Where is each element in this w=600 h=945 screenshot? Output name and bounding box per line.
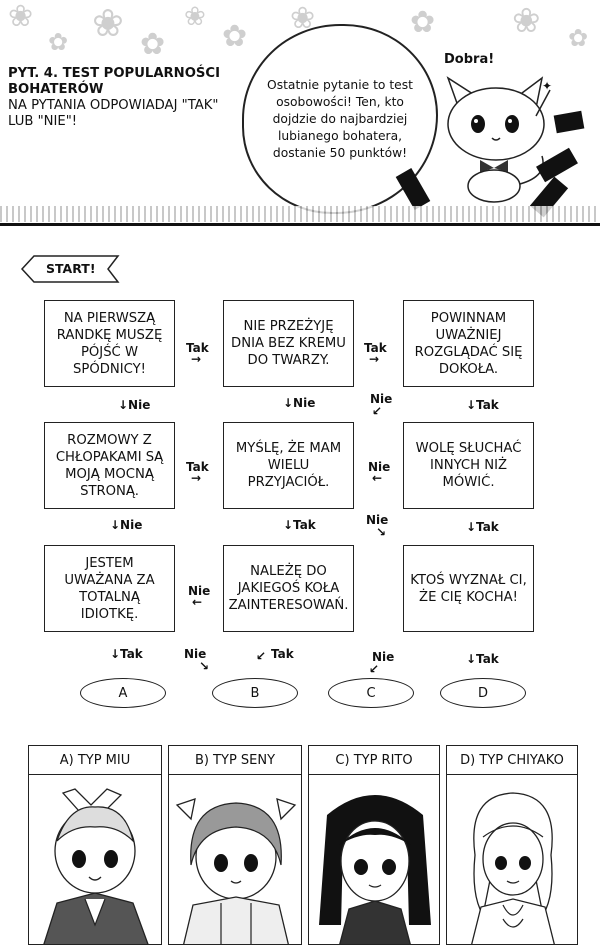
character-portrait-icon	[471, 792, 555, 944]
type-title: C) Typ Rito	[309, 746, 439, 775]
no-label: Nie	[366, 513, 389, 527]
right-arrow-icon: →	[191, 471, 202, 485]
left-arrow-icon: ←	[372, 471, 383, 485]
question-box-4: Rozmowy z chłopakami są moją mocną stron…	[44, 422, 175, 509]
character-portrait-icon	[175, 798, 297, 944]
no-down-label: ↓Nie	[110, 518, 143, 532]
flower-decoration: ❀	[92, 1, 124, 45]
yes-down-label: ↓Tak	[466, 520, 499, 534]
flower-decoration: ❀	[512, 1, 541, 41]
svg-text:✦: ✦	[542, 79, 552, 93]
yes-down-label: ↓Tak	[466, 652, 499, 666]
question-box-6: Wolę słuchać innych niż mówić.	[403, 422, 534, 509]
character-portrait-icon	[43, 788, 149, 944]
result-oval-b: B	[212, 678, 298, 708]
no-label: Nie	[372, 650, 395, 664]
question-box-2: Nie przeżyję dnia bez kremu do twarzy.	[223, 300, 354, 387]
left-arrow-icon: ←	[192, 595, 203, 609]
down-left-arrow-icon: ↙	[256, 649, 267, 663]
type-panel-a: A) Typ Miu	[28, 745, 162, 945]
no-label: Nie	[368, 460, 391, 474]
type-panel-c: C) Typ Rito	[308, 745, 440, 945]
cat-mascot-icon: ✦	[446, 76, 552, 203]
question-subtitle: Na pytania odpowiadaj "Tak" lub "Nie"!	[8, 98, 219, 129]
right-arrow-icon: →	[369, 352, 380, 366]
question-box-3: Powinnam uważniej rozglądać się dokoła.	[403, 300, 534, 387]
flower-decoration: ✿	[568, 24, 589, 52]
yes-down-label: ↓Tak	[466, 398, 499, 412]
no-label: Nie	[370, 392, 393, 406]
down-left-arrow-icon: ↙	[372, 404, 383, 418]
yes-label: Tak	[186, 460, 209, 474]
yes-label: Tak	[186, 341, 209, 355]
type-panel-b: B) Typ Seny	[168, 745, 302, 945]
burst-decoration	[553, 110, 585, 134]
speech-bubble: Ostatnie pytanie to test osobowości! Ten…	[242, 24, 438, 214]
yes-label: Tak	[364, 341, 387, 355]
flower-decoration: ✿	[222, 19, 248, 54]
question-box-8: Należę do jakiegoś koła zainteresowań.	[223, 545, 354, 632]
no-down-label: ↓Nie	[283, 396, 316, 410]
question-title: Pyt. 4. Test popularności bohaterów Na p…	[8, 66, 238, 130]
question-box-1: Na pierwszą randkę muszę pójść w spódnic…	[44, 300, 175, 387]
result-oval-a: A	[80, 678, 166, 708]
no-down-label: ↓Nie	[118, 398, 151, 412]
flower-decoration: ❀	[8, 0, 34, 34]
decorative-band	[0, 206, 600, 222]
question-box-7: Jestem uważana za totalną idiotkę.	[44, 545, 175, 632]
cat-speech: Dobra!	[444, 52, 495, 67]
question-title-text: Pyt. 4. Test popularności bohaterów	[8, 66, 221, 97]
start-label: START!	[46, 261, 96, 276]
yes-down-label: ↓Tak	[283, 518, 316, 532]
no-label: Nie	[184, 647, 207, 661]
yes-label: Tak	[271, 647, 294, 661]
character-portrait-icon	[319, 795, 431, 944]
down-left-arrow-icon: ↙	[369, 662, 380, 676]
type-title: D) Typ Chiyako	[447, 746, 577, 775]
question-box-9: Ktoś wyznał ci, że cię kocha!	[403, 545, 534, 632]
flower-decoration: ❀	[184, 2, 206, 32]
type-title: B) Typ Seny	[169, 746, 301, 775]
right-arrow-icon: →	[191, 352, 202, 366]
type-panel-d: D) Typ Chiyako	[446, 745, 578, 945]
result-oval-d: D	[440, 678, 526, 708]
speech-text: Ostatnie pytanie to test osobowości! Ten…	[267, 77, 413, 160]
header-panel: ❀ ✿ ❀ ✿ ❀ ✿ ❀ ✿ ❀ ✿ Pyt. 4. Test popular…	[0, 0, 600, 226]
start-tag	[20, 255, 120, 283]
header-divider	[0, 223, 600, 226]
flower-decoration: ✿	[48, 28, 69, 56]
type-title: A) Typ Miu	[29, 746, 161, 775]
flower-decoration: ✿	[410, 5, 436, 40]
result-oval-c: C	[328, 678, 414, 708]
down-right-arrow-icon: ↘	[199, 659, 210, 673]
no-label: Nie	[188, 584, 211, 598]
question-box-5: Myślę, że mam wielu przyjaciół.	[223, 422, 354, 509]
down-right-arrow-icon: ↘	[376, 525, 387, 539]
yes-down-label: ↓Tak	[110, 647, 143, 661]
flower-decoration: ✿	[140, 27, 166, 62]
